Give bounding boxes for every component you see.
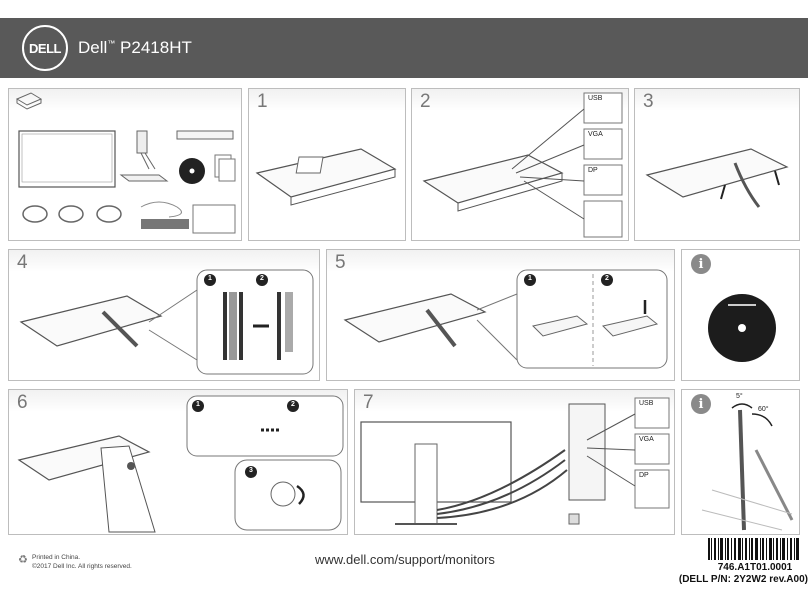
tilt-illustration bbox=[701, 403, 794, 531]
step-2-illustration bbox=[422, 92, 623, 238]
panel-info-tilt: i 5° 60° bbox=[681, 389, 800, 535]
panel-step-7: 7 USB VGA DP bbox=[354, 389, 675, 535]
trademark: ™ bbox=[107, 39, 116, 48]
step-2-number: 2 bbox=[420, 91, 431, 112]
info-icon-tilt: i bbox=[691, 394, 711, 414]
step-4-illustration bbox=[19, 269, 314, 375]
swivel-angle: 60° bbox=[758, 406, 769, 413]
usb-label: USB bbox=[588, 95, 603, 102]
tilt-angle: 5° bbox=[736, 393, 743, 400]
footer-legal: Printed in China. ©2017 Dell Inc. All ri… bbox=[32, 553, 132, 571]
documentation-disc-illustration bbox=[708, 294, 776, 362]
step-1-illustration bbox=[255, 148, 397, 206]
model-number: P2418HT bbox=[120, 38, 192, 57]
model-title: Dell™ P2418HT bbox=[78, 38, 192, 58]
callout-6-1: 1 bbox=[196, 401, 200, 408]
callout-1: 1 bbox=[208, 275, 212, 282]
callout-6-3: 3 bbox=[249, 467, 253, 474]
dell-part-number: (DELL P/N: 2Y2W2 rev.A00) bbox=[678, 574, 808, 585]
panel-step-5: 5 1 2 bbox=[326, 249, 675, 381]
step-5-number: 5 bbox=[335, 252, 346, 273]
callout-5-2: 2 bbox=[605, 275, 609, 282]
barcode-icon bbox=[708, 538, 799, 560]
dp-label: DP bbox=[588, 167, 598, 174]
step7-dp-label: DP bbox=[639, 472, 649, 479]
step-4-number: 4 bbox=[17, 252, 28, 273]
panel-box-contents bbox=[8, 88, 242, 241]
dell-logo: DELL bbox=[22, 25, 68, 71]
panel-step-6: 6 1 2 3 bbox=[8, 389, 348, 535]
callout-5-1: 1 bbox=[528, 275, 532, 282]
step-3-illustration bbox=[645, 148, 789, 208]
support-url[interactable]: www.dell.com/support/monitors bbox=[315, 552, 495, 567]
step-3-number: 3 bbox=[643, 91, 654, 112]
recycle-icon: ♻ bbox=[18, 554, 28, 566]
callout-2: 2 bbox=[260, 275, 264, 282]
panel-step-3: 3 bbox=[634, 88, 800, 241]
step-7-number: 7 bbox=[363, 392, 374, 413]
brand-name: Dell bbox=[78, 38, 108, 57]
panel-step-2: 2 USB VGA DP bbox=[411, 88, 629, 241]
callout-6-2: 2 bbox=[291, 401, 295, 408]
step-1-number: 1 bbox=[257, 91, 268, 112]
step7-usb-label: USB bbox=[639, 400, 654, 407]
step-6-illustration bbox=[17, 395, 344, 533]
panel-step-1: 1 bbox=[248, 88, 406, 241]
step7-vga-label: VGA bbox=[639, 436, 654, 443]
info-icon: i bbox=[691, 254, 711, 274]
copyright: ©2017 Dell Inc. All rights reserved. bbox=[32, 563, 132, 570]
panel-info-disc: i bbox=[681, 249, 800, 381]
panel-step-4: 4 1 2 bbox=[8, 249, 320, 381]
vga-label: VGA bbox=[588, 131, 603, 138]
printed-in: Printed in China. bbox=[32, 554, 81, 561]
box-contents-illustration bbox=[15, 92, 236, 234]
part-number: 746.A1T01.0001 bbox=[717, 562, 793, 573]
step-5-illustration bbox=[343, 269, 668, 369]
step-7-illustration bbox=[360, 397, 670, 525]
step-6-number: 6 bbox=[17, 392, 28, 413]
header-bar: DELL Dell™ P2418HT bbox=[0, 18, 808, 78]
